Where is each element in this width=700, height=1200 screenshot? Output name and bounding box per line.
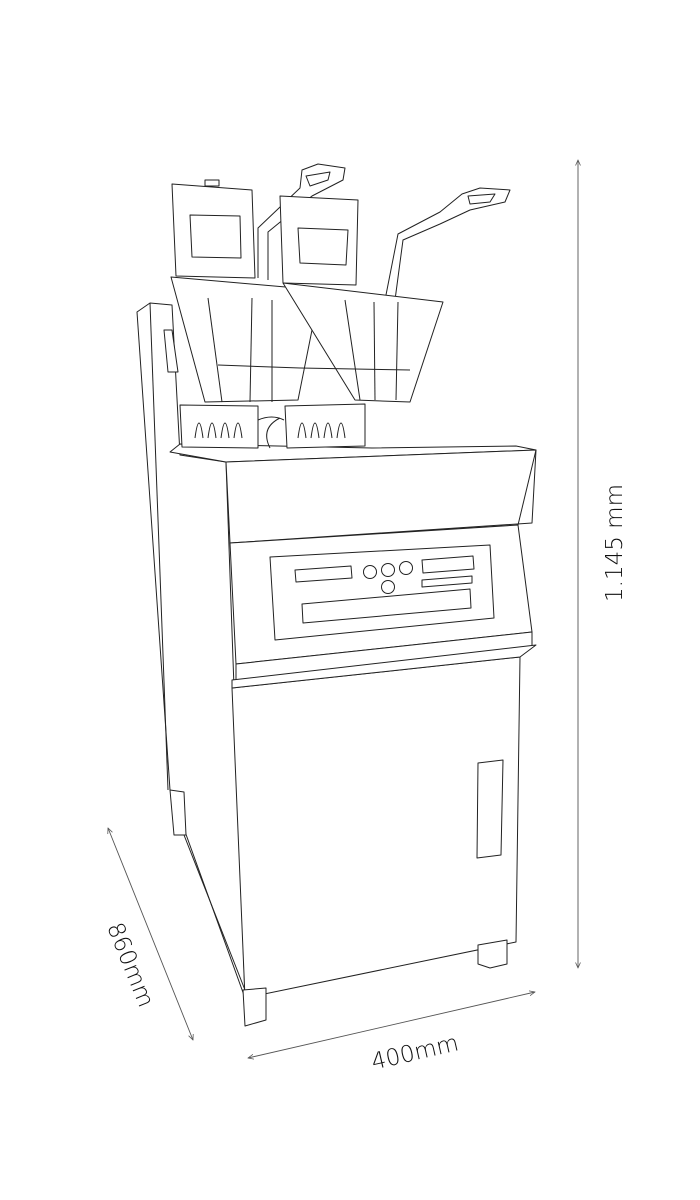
- heating-elements: [179, 403, 366, 449]
- control-button: [363, 565, 377, 579]
- basket-left: [170, 163, 346, 403]
- height-dimension-label: 1.145 mm: [602, 484, 628, 602]
- width-dimension-line: [248, 992, 535, 1058]
- front-foot-right: [477, 939, 508, 969]
- control-button: [381, 580, 395, 594]
- control-button: [381, 563, 395, 577]
- fryer-side-panel: [136, 302, 246, 999]
- display-right-top: [421, 555, 475, 574]
- door-handle: [476, 759, 504, 859]
- display-left: [294, 565, 353, 583]
- display-bottom: [301, 588, 472, 624]
- control-button: [399, 561, 413, 575]
- basket-right: [279, 187, 511, 403]
- display-right-small: [421, 575, 473, 588]
- control-panel: [269, 544, 495, 641]
- fryer-door: [231, 656, 521, 999]
- front-foot-left: [242, 987, 267, 1027]
- depth-dimension-line: [108, 828, 193, 1040]
